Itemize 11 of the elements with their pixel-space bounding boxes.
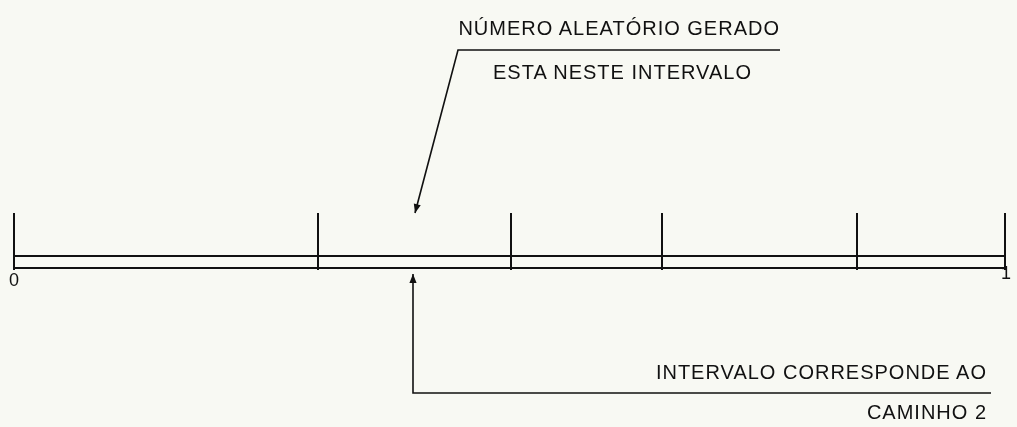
callout-text: NÚMERO ALEATÓRIO GERADO <box>458 16 780 40</box>
leader-arrow <box>409 273 992 394</box>
leader-arrow <box>413 49 781 214</box>
interval-segment <box>662 255 857 269</box>
callout-text: ESTA NESTE INTERVALO <box>493 60 752 84</box>
interval-segment <box>511 255 662 269</box>
callout-text: CAMINHO 2 <box>866 400 987 424</box>
interval-segment <box>14 255 318 269</box>
scale-value: 0 <box>9 270 19 290</box>
callout-text: INTERVALO CORRESPONDE AO <box>655 360 987 384</box>
interval-segment <box>318 255 511 269</box>
